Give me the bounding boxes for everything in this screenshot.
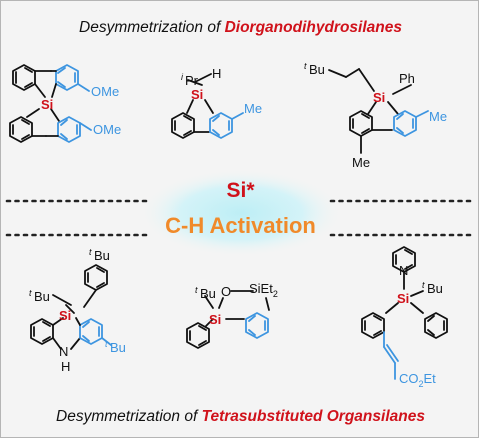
mol4-tbu-top-label: Bu bbox=[94, 248, 110, 263]
mol2-ipr-superscript: i bbox=[181, 72, 184, 82]
mol4-si-label: Si bbox=[59, 308, 71, 323]
mol2-si-label: Si bbox=[191, 87, 203, 102]
top-heading-prefix: Desymmetrization of bbox=[79, 19, 225, 36]
center-glow bbox=[139, 169, 343, 257]
top-heading-highlight: Diorganodihydrosilanes bbox=[224, 19, 402, 36]
mol4-tbu-right-label: Bu bbox=[110, 340, 126, 355]
mol2-h-label: H bbox=[212, 66, 221, 81]
mol6-tbu-superscript: t bbox=[422, 280, 425, 290]
mol3-si-label: Si bbox=[373, 90, 385, 105]
mol5-tbu-superscript: t bbox=[195, 285, 198, 295]
mol6-co2et-label: CO2Et bbox=[399, 371, 436, 389]
molecule-spiro-silafluorene bbox=[9, 64, 92, 143]
mol6-n-label: N bbox=[399, 263, 408, 278]
mol3-me-bottom: Me bbox=[352, 155, 370, 170]
mol1-si-label: Si bbox=[41, 97, 53, 112]
bottom-heading-prefix: Desymmetrization of bbox=[56, 408, 202, 425]
mol3-tbu-label: Bu bbox=[309, 62, 325, 77]
molecule-phenazasiline bbox=[30, 264, 112, 350]
molecule-tbu-silafluorene bbox=[328, 68, 429, 154]
mol4-tbu-top-superscript: t bbox=[89, 247, 92, 257]
mol5-o-label: O bbox=[221, 284, 231, 299]
mol3-me-right: Me bbox=[429, 109, 447, 124]
mol4-h-label: H bbox=[61, 359, 70, 374]
mol2-ipr-label: Pr bbox=[185, 73, 199, 88]
mol6-tbu-label: Bu bbox=[427, 281, 443, 296]
top-heading: Desymmetrization of Diorganodihydrosilan… bbox=[1, 19, 478, 37]
molecule-oxadisilole bbox=[186, 290, 270, 349]
mol6-si-label: Si bbox=[397, 291, 409, 306]
mol3-tbu-superscript: t bbox=[304, 61, 307, 71]
mol3-ph-label: Ph bbox=[399, 71, 415, 86]
center-si-star: Si* bbox=[226, 179, 255, 202]
mol4-tbu-left-label: Bu bbox=[34, 289, 50, 304]
mol5-si-label: Si bbox=[209, 312, 221, 327]
mol4-n-label: N bbox=[59, 344, 68, 359]
center-ch-activation: C-H Activation bbox=[165, 213, 316, 238]
mol1-ome-top: OMe bbox=[91, 84, 119, 99]
mol5-tbu-label: Bu bbox=[200, 286, 216, 301]
molecule-pyridyl-silane bbox=[361, 246, 448, 380]
mol4-tbu-right-superscript: t bbox=[105, 339, 108, 349]
mol1-ome-bottom: OMe bbox=[93, 122, 121, 137]
mol2-me-label: Me bbox=[244, 101, 262, 116]
bottom-heading-highlight: Tetrasubstituted Organsilanes bbox=[201, 408, 425, 425]
bottom-heading: Desymmetrization of Tetrasubstituted Org… bbox=[1, 408, 478, 426]
mol4-tbu-left-superscript: t bbox=[29, 288, 32, 298]
mol5-sieth-label: SiEt2 bbox=[249, 281, 278, 299]
molecule-ipr-silafluorene bbox=[171, 73, 244, 139]
